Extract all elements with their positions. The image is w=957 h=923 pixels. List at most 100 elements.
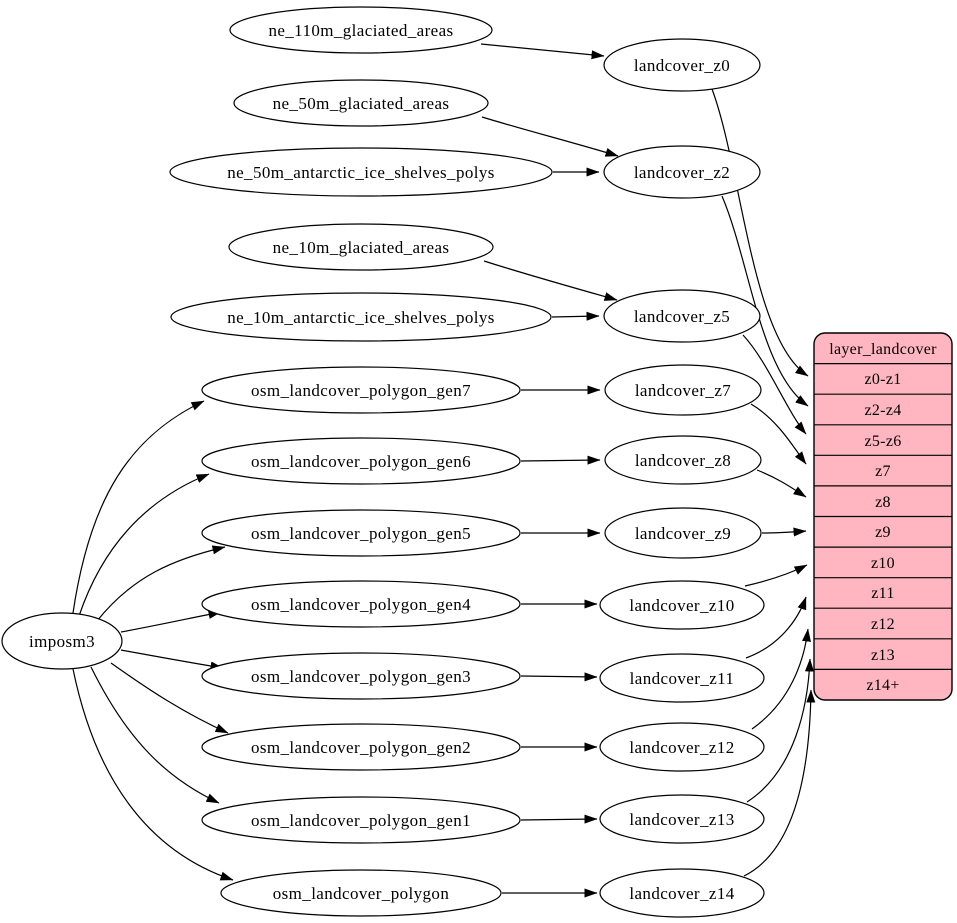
landcover_z5-shape <box>603 289 761 343</box>
edge-osm_landcover_polygon_gen6-to-landcover_z8 <box>520 455 601 465</box>
edge-imposm3-to-osm_landcover_polygon_gen3 <box>120 649 224 671</box>
node-landcover_z5: landcover_z5 <box>603 289 761 343</box>
node-landcover_z12: landcover_z12 <box>599 722 765 772</box>
node-landcover_z0: landcover_z0 <box>603 38 761 92</box>
node-landcover_z14: landcover_z14 <box>599 868 765 918</box>
node-ne_50m_antarctic_ice_shelves_polys: ne_50m_antarctic_ice_shelves_polys <box>169 147 553 197</box>
osm_landcover_polygon_gen4-label: osm_landcover_polygon_gen4 <box>251 595 471 614</box>
landcover_z0-shape <box>603 38 761 92</box>
node-osm_landcover_polygon_gen3: osm_landcover_polygon_gen3 <box>201 652 521 700</box>
node-landcover_z9: landcover_z9 <box>604 507 762 559</box>
ne_50m_glaciated_areas-label: ne_50m_glaciated_areas <box>273 94 450 113</box>
landcover_z8-label: landcover_z8 <box>635 451 731 470</box>
landcover_z10-shape <box>599 580 765 630</box>
landcover_z12-label: landcover_z12 <box>629 738 734 757</box>
edge-landcover_z13-to-row-z13 <box>746 658 814 803</box>
table-title: layer_landcover <box>829 341 937 358</box>
table-row-label-z8: z8 <box>875 494 891 511</box>
node-layer: imposm3 ne_110m_glaciated_areas ne_50m_g… <box>1 6 765 918</box>
ne_10m_antarctic_ice_shelves_polys-shape <box>170 292 552 342</box>
node-landcover_z11: landcover_z11 <box>599 653 765 703</box>
imposm3-label: imposm3 <box>29 632 95 651</box>
edge-imposm3-to-osm_landcover_polygon_gen5 <box>96 545 226 622</box>
edge-ne_50m_glaciated_areas-to-landcover_z2 <box>481 116 619 157</box>
node-landcover_z7: landcover_z7 <box>604 364 762 416</box>
landcover_z7-label: landcover_z7 <box>635 381 731 400</box>
edge-landcover_z10-to-row-z10 <box>744 564 808 587</box>
osm_landcover_polygon-label: osm_landcover_polygon <box>273 884 450 903</box>
landcover_z7-shape <box>604 364 762 416</box>
node-ne_10m_glaciated_areas: ne_10m_glaciated_areas <box>228 223 494 271</box>
node-osm_landcover_polygon_gen5: osm_landcover_polygon_gen5 <box>201 509 521 557</box>
node-ne_50m_glaciated_areas: ne_50m_glaciated_areas <box>233 79 489 127</box>
ne_50m_glaciated_areas-shape <box>233 79 489 127</box>
osm_landcover_polygon_gen7-label: osm_landcover_polygon_gen7 <box>251 381 471 400</box>
ne_110m_glaciated_areas-label: ne_110m_glaciated_areas <box>268 21 453 40</box>
edge-ne_10m_glaciated_areas-to-landcover_z5 <box>483 260 618 301</box>
osm_landcover_polygon_gen5-shape <box>201 509 521 557</box>
ne_50m_antarctic_ice_shelves_polys-shape <box>169 147 553 197</box>
edge-osm_landcover_polygon_gen3-to-landcover_z11 <box>520 672 598 682</box>
edge-imposm3-to-osm_landcover_polygon <box>72 668 234 881</box>
edge-landcover_z8-to-row-z8 <box>756 469 807 498</box>
node-ne_110m_glaciated_areas: ne_110m_glaciated_areas <box>229 6 493 54</box>
ne_10m_glaciated_areas-label: ne_10m_glaciated_areas <box>273 238 450 257</box>
table-row-label-z9: z9 <box>875 524 891 541</box>
table-row-label-z0-z1: z0-z1 <box>864 371 901 388</box>
imposm3-shape <box>1 612 123 670</box>
node-landcover_z2: landcover_z2 <box>603 145 761 199</box>
osm_landcover_polygon_gen7-shape <box>201 366 521 414</box>
node-landcover_z8: landcover_z8 <box>604 435 762 485</box>
node-imposm3: imposm3 <box>1 612 123 670</box>
node-osm_landcover_polygon_gen4: osm_landcover_polygon_gen4 <box>201 580 521 628</box>
node-osm_landcover_polygon_gen1: osm_landcover_polygon_gen1 <box>201 796 521 844</box>
edge-ne_10m_antarctic_ice_shelves_polys-to-landcover_z5 <box>551 311 600 321</box>
landcover_z11-label: landcover_z11 <box>630 669 735 688</box>
edge-ne_110m_glaciated_areas-to-landcover_z0 <box>480 43 605 60</box>
table-row-label-z5-z6: z5-z6 <box>864 433 901 450</box>
edge-imposm3-to-osm_landcover_polygon_gen4 <box>120 610 222 633</box>
osm_landcover_polygon_gen4-shape <box>201 580 521 628</box>
landcover_z10-label: landcover_z10 <box>629 596 734 615</box>
edge-landcover_z9-to-row-z9 <box>761 527 807 537</box>
landcover_z13-shape <box>599 794 765 844</box>
landcover_z9-label: landcover_z9 <box>635 524 731 543</box>
osm_landcover_polygon_gen5-label: osm_landcover_polygon_gen5 <box>251 524 471 543</box>
osm_landcover_polygon_gen2-shape <box>201 723 521 771</box>
edge-landcover_z0-to-row-z0-z1 <box>711 88 809 377</box>
osm_landcover_polygon_gen3-label: osm_landcover_polygon_gen3 <box>251 667 471 686</box>
osm_landcover_polygon_gen6-label: osm_landcover_polygon_gen6 <box>251 452 471 471</box>
edge-landcover_z5-to-row-z5-z6 <box>742 334 807 435</box>
osm_landcover_polygon_gen2-label: osm_landcover_polygon_gen2 <box>251 738 471 757</box>
landcover_z2-shape <box>603 145 761 199</box>
table-row-label-z14plus: z14+ <box>866 677 899 694</box>
table-row-label-z13: z13 <box>871 647 895 664</box>
node-osm_landcover_polygon_gen7: osm_landcover_polygon_gen7 <box>201 366 521 414</box>
ne_10m_antarctic_ice_shelves_polys-label: ne_10m_antarctic_ice_shelves_polys <box>227 308 495 327</box>
osm_landcover_polygon_gen1-label: osm_landcover_polygon_gen1 <box>251 811 471 830</box>
ne_10m_glaciated_areas-shape <box>228 223 494 271</box>
node-ne_10m_antarctic_ice_shelves_polys: ne_10m_antarctic_ice_shelves_polys <box>170 292 552 342</box>
landcover_z13-label: landcover_z13 <box>629 810 734 829</box>
node-osm_landcover_polygon: osm_landcover_polygon <box>220 869 502 917</box>
node-landcover_z10: landcover_z10 <box>599 580 765 630</box>
table-row-label-z11: z11 <box>871 585 894 602</box>
edge-landcover_z7-to-row-z7 <box>750 403 807 465</box>
edge-imposm3-to-osm_landcover_polygon_gen2 <box>110 662 229 734</box>
edge-osm_landcover_polygon_gen1-to-landcover_z13 <box>520 814 598 824</box>
ne_110m_glaciated_areas-shape <box>229 6 493 54</box>
table-row-label-z2-z4: z2-z4 <box>864 402 901 419</box>
landcover_z0-label: landcover_z0 <box>634 56 730 75</box>
landcover_z12-shape <box>599 722 765 772</box>
landcover_z14-shape <box>599 868 765 918</box>
table-row-label-z12: z12 <box>871 616 895 633</box>
landcover_z8-shape <box>604 435 762 485</box>
landcover_z11-shape <box>599 653 765 703</box>
edge-landcover_z14-to-row-z14plus <box>743 689 816 877</box>
landcover_z14-label: landcover_z14 <box>629 884 734 903</box>
node-osm_landcover_polygon_gen2: osm_landcover_polygon_gen2 <box>201 723 521 771</box>
table-row-label-z7: z7 <box>875 463 891 480</box>
ne_50m_antarctic_ice_shelves_polys-label: ne_50m_antarctic_ice_shelves_polys <box>227 163 495 182</box>
